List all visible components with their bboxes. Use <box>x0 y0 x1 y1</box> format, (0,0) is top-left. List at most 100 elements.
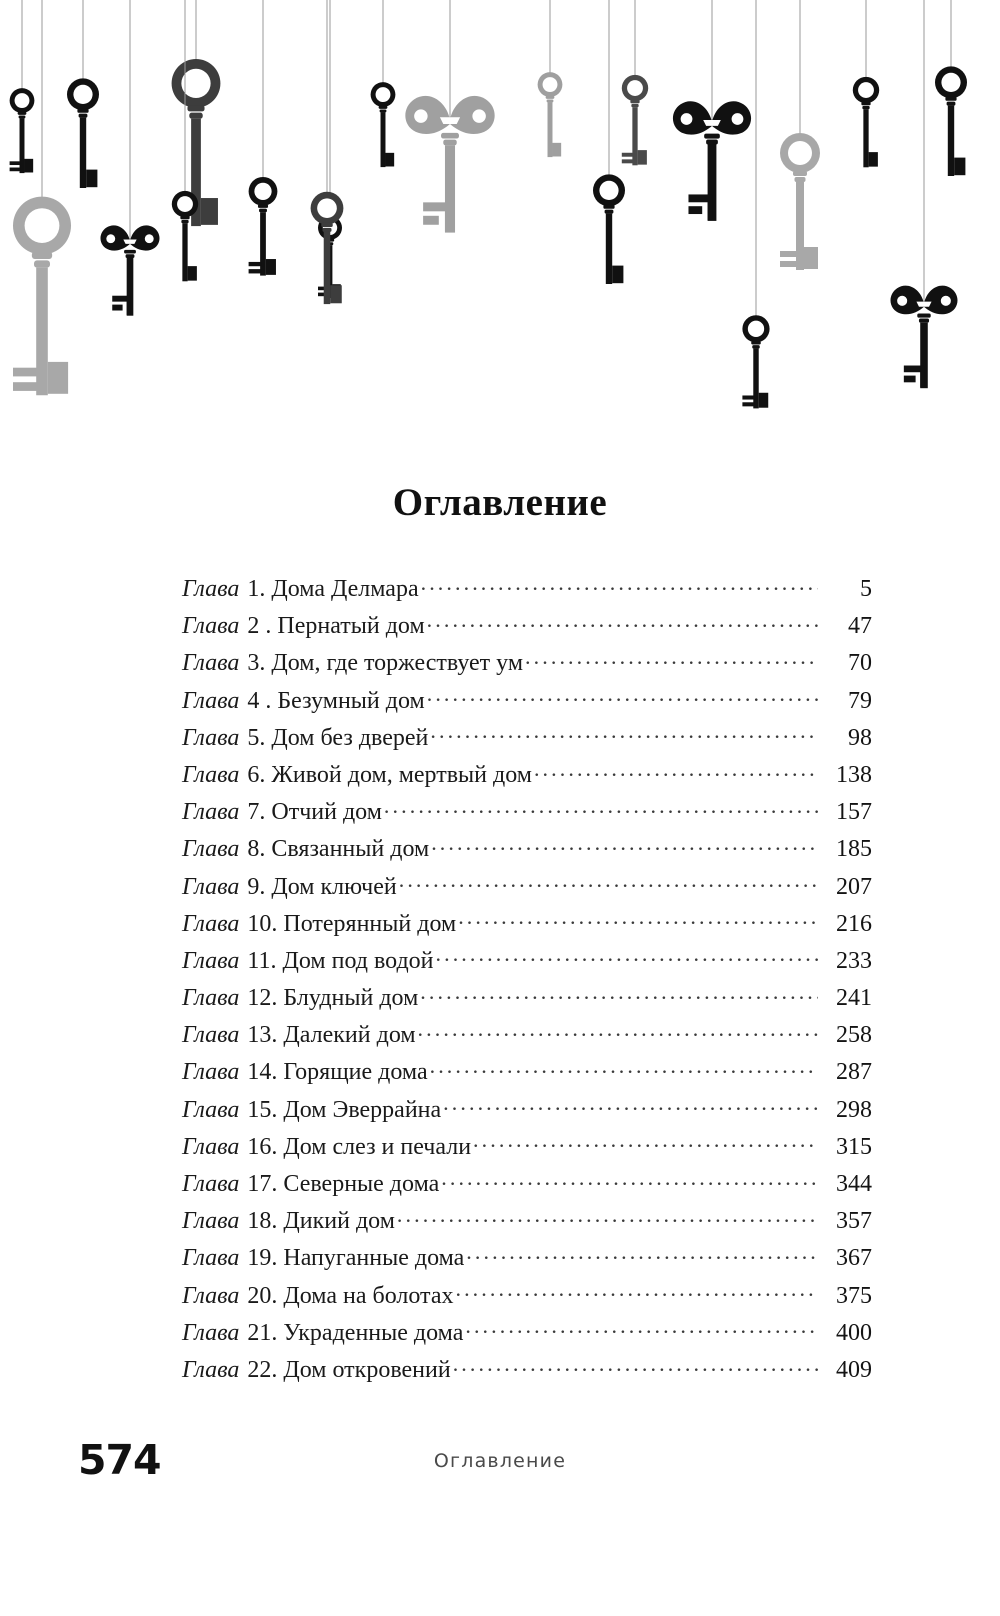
toc-entry-number: 19. <box>247 1245 278 1272</box>
toc-entry-number: 5. <box>247 724 266 751</box>
key-icon <box>537 72 563 158</box>
key-icon <box>593 174 625 284</box>
toc-leader-dots <box>534 758 818 782</box>
toc-entry-number: 12. <box>247 985 278 1012</box>
toc-entry-chapter-word: Глава <box>182 1022 240 1049</box>
toc-leader-dots <box>458 907 818 931</box>
toc-entry-chapter-word: Глава <box>182 836 240 863</box>
toc-leader-dots <box>421 572 818 596</box>
toc-entry[interactable]: Глава 7.Отчий дом 157 <box>182 795 872 832</box>
toc-entry-title: Дом без дверей <box>271 724 429 751</box>
toc-entry-page-number: 207 <box>836 873 872 900</box>
hanging-keys-illustration <box>0 0 1000 460</box>
toc-entry-title: Украденные дома <box>283 1319 464 1346</box>
toc-entry-number: 18. <box>247 1208 278 1235</box>
toc-entry-title: Горящие дома <box>283 1059 428 1086</box>
running-head: Оглавление <box>433 1450 567 1472</box>
key-icon <box>742 315 770 409</box>
toc-entry-page-number: 157 <box>836 799 872 826</box>
toc-entry-chapter-word: Глава <box>182 613 240 640</box>
toc-leader-dots <box>441 1167 818 1191</box>
toc-entry-chapter-word: Глава <box>182 873 240 900</box>
key-icon <box>100 225 160 316</box>
toc-entry-title: Связанный дом <box>271 836 430 863</box>
toc-entry-chapter-word: Глава <box>182 761 240 788</box>
toc-entry-chapter-word: Глава <box>182 799 240 826</box>
toc-entry-title: Дом Эверрайна <box>283 1096 442 1123</box>
toc-entry-chapter-word: Глава <box>182 687 240 714</box>
toc-entry-number: 4 . <box>247 687 272 714</box>
toc-entry-page-number: 400 <box>836 1319 872 1346</box>
toc-entry-chapter-word: Глава <box>182 650 240 677</box>
keys-svg <box>9 0 967 409</box>
toc-entry-title: Безумный дом <box>277 687 425 714</box>
toc-entry-chapter-word: Глава <box>182 985 240 1012</box>
toc-leader-dots <box>427 609 818 633</box>
toc-entry-title: Блудный дом <box>283 985 419 1012</box>
toc-entry-page-number: 258 <box>836 1022 872 1049</box>
toc-entry-title: Дом слез и печали <box>283 1133 472 1160</box>
toc-entry-page-number: 185 <box>836 836 872 863</box>
key-icon <box>935 66 967 176</box>
key-icon <box>67 78 99 188</box>
toc-entry-page-number: 5 <box>860 576 872 602</box>
toc-entry-title: Пернатый дом <box>277 613 425 640</box>
toc-entry-page-number: 233 <box>836 947 872 974</box>
toc-entry-page-number: 287 <box>836 1059 872 1086</box>
toc-entry-page-number: 409 <box>836 1356 872 1383</box>
toc-entry-number: 7. <box>247 799 266 826</box>
toc-entry-page-number: 138 <box>836 761 872 788</box>
page-footer: 574 Оглавление <box>0 1436 1000 1496</box>
key-icon <box>370 82 396 168</box>
toc-entry-title: Дом ключей <box>271 873 397 900</box>
toc-entry-number: 15. <box>247 1096 278 1123</box>
toc-leader-dots <box>420 981 818 1005</box>
key-icon <box>310 191 344 305</box>
toc-entry[interactable]: Глава 9.Дом ключей 207 <box>182 870 872 907</box>
toc-entry-chapter-word: Глава <box>182 1171 240 1197</box>
toc-entry-title: Напуганные дома <box>283 1245 465 1272</box>
toc-entry-number: 9. <box>247 873 266 900</box>
toc-entry-page-number: 357 <box>836 1208 872 1235</box>
toc-leader-dots <box>525 646 818 670</box>
toc-entry-number: 10. <box>247 910 278 937</box>
toc-leader-dots <box>430 1055 818 1079</box>
toc-entry-title: Далекий дом <box>283 1022 416 1049</box>
toc-entry-title: Потерянный дом <box>283 910 457 937</box>
toc-leader-dots <box>436 944 819 968</box>
toc-leader-dots <box>384 795 818 819</box>
key-icon <box>672 101 752 221</box>
key-icon <box>248 176 278 276</box>
toc-leader-dots <box>466 1241 818 1265</box>
toc-entry-number: 16. <box>247 1133 278 1160</box>
toc-entry-number: 17. <box>247 1171 278 1197</box>
toc-entry-chapter-word: Глава <box>182 1133 240 1160</box>
toc-entry-chapter-word: Глава <box>182 1245 240 1272</box>
toc-leader-dots <box>418 1018 818 1042</box>
toc-leader-dots <box>465 1316 818 1340</box>
toc-entry-title: Отчий дом <box>271 799 382 826</box>
key-icon <box>852 76 880 168</box>
toc-entry-page-number: 216 <box>836 910 872 937</box>
